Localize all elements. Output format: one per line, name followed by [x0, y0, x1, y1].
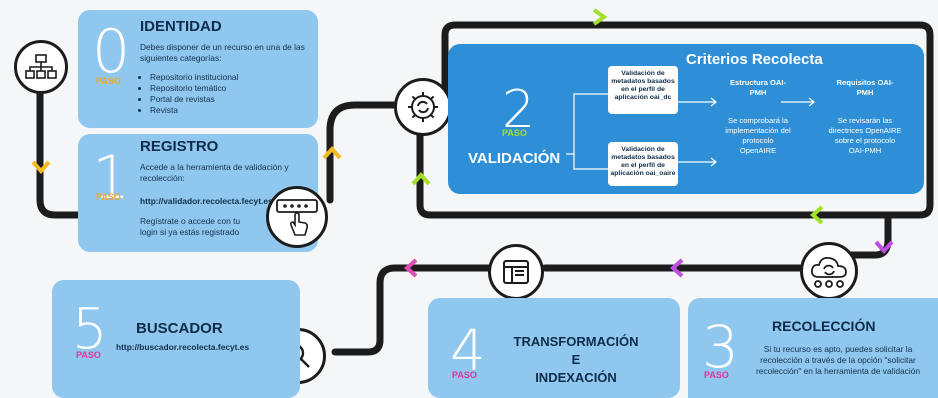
oai-structure-body: Se comprobará la implementación del prot…	[725, 116, 791, 155]
chevron-icon	[322, 145, 342, 160]
validation-box-oai-dc: Validación de metadatos basados en el pe…	[608, 66, 678, 114]
paso-label: PASO	[76, 350, 101, 360]
step-title-line2: E	[571, 352, 581, 367]
paso-label: PASO	[452, 370, 477, 380]
step-number: 5	[72, 297, 108, 362]
paso-label: PASO	[96, 76, 121, 86]
window-icon-circle	[488, 244, 544, 300]
chevron-icon	[31, 160, 51, 175]
step-title: REGISTRO	[140, 138, 219, 155]
step-number: 1	[92, 143, 131, 213]
network-icon	[25, 54, 57, 79]
validation-box-oai-oaire: Validación de metadatos basados en el pe…	[608, 142, 678, 186]
step-1-card: 1 PASO REGISTRO Accede a la herramienta …	[78, 134, 318, 252]
login-note: Regístrate o accede con tu login si ya e…	[140, 216, 241, 237]
step-title-line3: INDEXACIÓN	[535, 370, 617, 385]
list-item: Repositorio temático	[150, 83, 320, 94]
step-title: VALIDACIÓN	[468, 150, 561, 167]
cloud-icon-circle	[800, 242, 858, 300]
step-0-card: 0 PASO IDENTIDAD Debes disponer de un re…	[78, 10, 318, 128]
gear-icon-circle	[394, 78, 452, 136]
chevron-icon	[669, 258, 684, 278]
step-intro: Debes disponer de un recurso en una de l…	[140, 42, 305, 63]
list-item: Portal de revistas	[150, 94, 320, 105]
paso-label: PASO	[96, 192, 121, 202]
list-item: Revista	[150, 105, 320, 116]
list-item: Repositorio institucional	[150, 72, 320, 83]
gear-sync-icon	[408, 92, 438, 122]
oai-requirements-body: Se revisarán las directrices OpenAIRE so…	[828, 116, 902, 155]
step-number: 3	[702, 313, 739, 381]
paso-label: PASO	[502, 128, 527, 138]
step-body: Si tu recurso es apto, puedes solicitar …	[755, 344, 921, 376]
chevron-icon	[874, 240, 894, 255]
step-title: IDENTIDAD	[140, 18, 222, 35]
step-5-card: 5 PASO BUSCADOR http://buscador.recolect…	[52, 280, 300, 398]
chevron-icon	[403, 258, 418, 278]
step-3-card: 3 PASO RECOLECCIÓN Si tu recurso es apto…	[688, 298, 938, 398]
network-icon-circle	[14, 40, 68, 94]
password-icon-circle	[266, 186, 328, 248]
oai-requirements-head: Requisitos OAI-PMH	[836, 78, 894, 97]
step-number: 2	[502, 80, 536, 140]
category-list: Repositorio institucional Repositorio te…	[140, 72, 320, 116]
step-number: 0	[92, 17, 131, 87]
step-title-line1: TRANSFORMACIÓN	[513, 334, 639, 349]
oai-structure-head: Estructura OAI-PMH	[729, 78, 787, 97]
paso-label: PASO	[704, 370, 729, 380]
validator-url[interactable]: http://validador.recolecta.fecyt.es	[140, 196, 273, 206]
search-url[interactable]: http://buscador.recolecta.fecyt.es	[116, 342, 250, 352]
password-input-icon	[276, 199, 318, 236]
cloud-sync-icon	[810, 256, 847, 288]
step-title: BUSCADOR	[136, 320, 223, 337]
step-4-card: 4 PASO TRANSFORMACIÓN E INDEXACIÓN	[428, 298, 680, 398]
step-number: 4	[450, 319, 486, 384]
chevron-icon	[809, 205, 824, 225]
chevron-icon	[411, 171, 431, 186]
criteria-title: Criterios Recolecta	[686, 51, 823, 68]
chevron-icon	[592, 8, 608, 26]
hand-pointer-icon	[289, 212, 309, 236]
step-2-card: Criterios Recolecta 2 PASO VALIDACIÓN Va…	[448, 44, 924, 194]
step-title: RECOLECCIÓN	[772, 318, 876, 334]
step-intro: Accede a la herramienta de validación y …	[140, 162, 289, 183]
window-layout-icon	[503, 260, 529, 284]
